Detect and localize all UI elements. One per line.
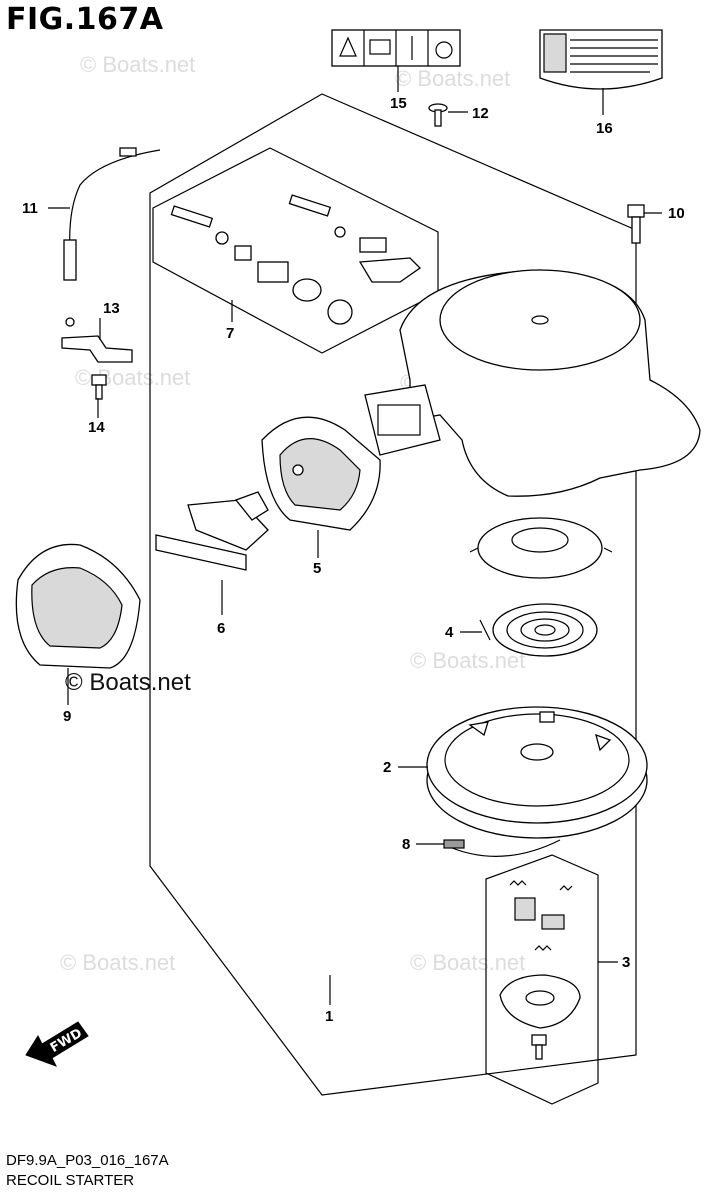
callout-1: 1 xyxy=(325,1008,333,1025)
screw-12 xyxy=(428,103,448,127)
bracket-13 xyxy=(61,335,133,363)
handle-insert-6 xyxy=(155,491,269,571)
callout-13: 13 xyxy=(103,300,120,317)
bolt-14 xyxy=(91,374,107,400)
callout-8: 8 xyxy=(402,836,410,853)
callout-12: 12 xyxy=(472,105,489,122)
callout-2: 2 xyxy=(383,759,391,776)
callout-7: 7 xyxy=(226,325,234,342)
kit-outline xyxy=(152,147,439,354)
reel-2 xyxy=(426,706,648,839)
warning-label-15 xyxy=(331,29,461,67)
watermark-text: © Boats.net xyxy=(60,950,175,975)
diagram-caption: RECOIL STARTER xyxy=(6,1172,135,1189)
watermark-text: © Boats.net xyxy=(80,52,195,77)
callout-11: 11 xyxy=(22,200,38,217)
bolt-10 xyxy=(627,204,645,244)
callout-16: 16 xyxy=(596,120,613,137)
watermark-text: © Boats.net xyxy=(410,950,525,975)
figure-title: FIG.167A xyxy=(6,2,164,37)
watermark-text-dark: © Boats.net xyxy=(65,669,191,696)
starter-case xyxy=(364,269,701,497)
handle-5 xyxy=(261,416,381,531)
callout-15: 15 xyxy=(390,95,407,112)
callout-4: 4 xyxy=(445,624,454,641)
rope-8 xyxy=(443,839,561,857)
spiral-spring-4 xyxy=(479,603,598,657)
diagram-code: DF9.9A_P03_016_167A xyxy=(6,1152,169,1169)
watermark-text: © Boats.net xyxy=(410,648,525,673)
pawl-kit-3-parts xyxy=(499,880,581,1060)
callout-5: 5 xyxy=(313,560,321,577)
watermark-text: © Boats.net xyxy=(395,66,510,91)
callout-10: 10 xyxy=(668,205,685,222)
cable-11 xyxy=(63,147,161,327)
callout-14: 14 xyxy=(88,419,105,436)
callout-9: 9 xyxy=(63,708,71,725)
fwd-arrow: FWD xyxy=(25,1021,89,1067)
callouts: 15 16 12 10 11 13 14 7 5 6 9 4 2 8 3 1 xyxy=(22,95,685,1025)
warning-label-16 xyxy=(539,29,663,90)
callout-3: 3 xyxy=(622,954,630,971)
leader-lines xyxy=(48,66,662,1005)
kit-7-parts xyxy=(170,194,422,325)
grip-cover-9 xyxy=(15,543,141,669)
spring-cover xyxy=(469,517,613,579)
callout-6: 6 xyxy=(217,620,225,637)
pawl-kit-outline xyxy=(485,854,599,1105)
